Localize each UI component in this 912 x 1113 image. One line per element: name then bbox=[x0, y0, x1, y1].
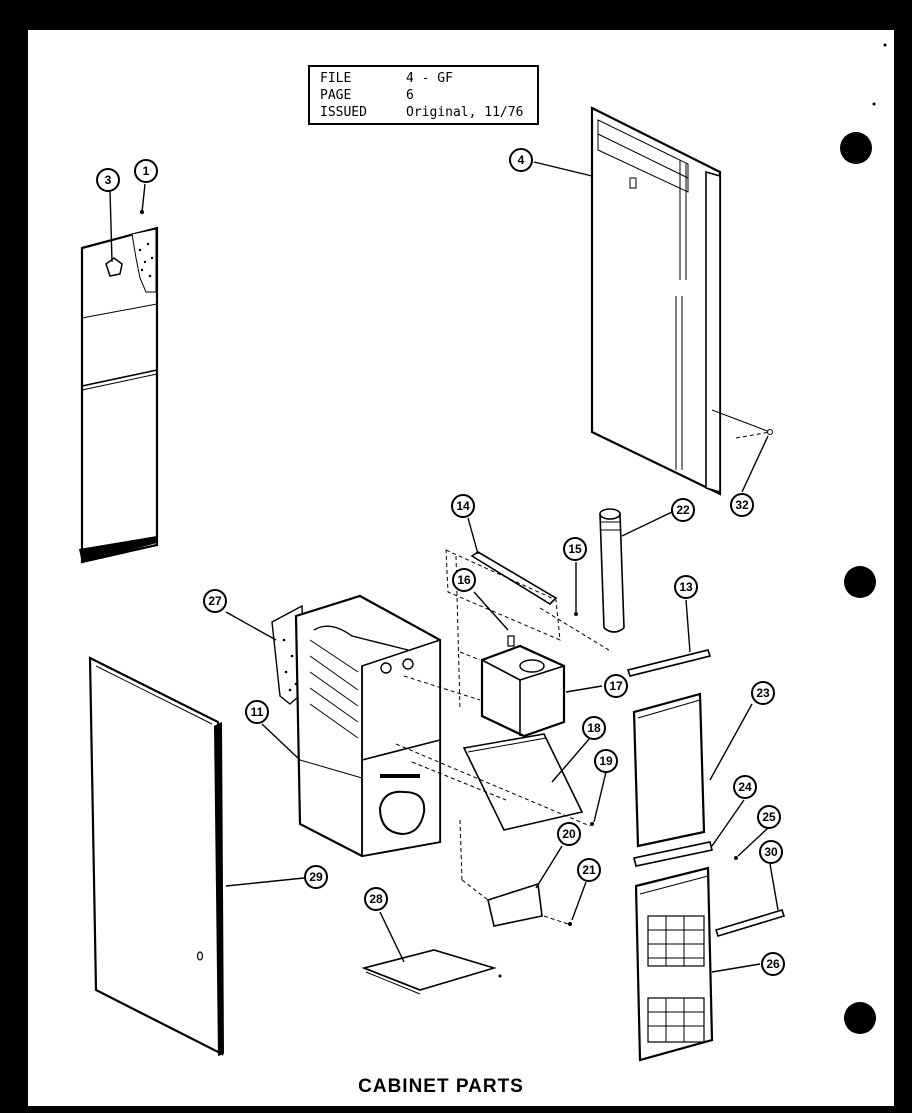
title-value-issued: Original, 11/76 bbox=[406, 105, 523, 120]
svg-text:14: 14 bbox=[456, 499, 470, 513]
callout-21: 21 bbox=[577, 858, 601, 882]
svg-text:30: 30 bbox=[764, 845, 778, 859]
callout-1: 1 bbox=[134, 159, 158, 183]
callout-17: 17 bbox=[604, 674, 628, 698]
label-plate-icon bbox=[105, 257, 123, 277]
callout-27: 27 bbox=[203, 589, 227, 613]
svg-text:24: 24 bbox=[738, 780, 752, 794]
callout-14: 14 bbox=[451, 494, 475, 518]
callout-25: 25 bbox=[757, 805, 781, 829]
svg-text:15: 15 bbox=[568, 542, 582, 556]
callout-32: 32 bbox=[730, 493, 754, 517]
svg-text:18: 18 bbox=[587, 721, 601, 735]
base-tray bbox=[361, 949, 497, 995]
svg-text:13: 13 bbox=[679, 580, 693, 594]
callout-28: 28 bbox=[364, 887, 388, 911]
callout-3: 3 bbox=[96, 168, 120, 192]
upper-access-panel bbox=[632, 692, 706, 848]
svg-text:29: 29 bbox=[309, 870, 323, 884]
callout-24: 24 bbox=[733, 775, 757, 799]
callout-23: 23 bbox=[751, 681, 775, 705]
callout-18: 18 bbox=[582, 716, 606, 740]
binder-hole bbox=[844, 1002, 876, 1034]
svg-text:22: 22 bbox=[676, 503, 690, 517]
svg-text:19: 19 bbox=[599, 754, 613, 768]
diagram-caption: CABINET PARTS bbox=[358, 1076, 524, 1097]
callout-20: 20 bbox=[557, 822, 581, 846]
svg-text:32: 32 bbox=[735, 498, 749, 512]
title-label-issued: ISSUED bbox=[320, 105, 367, 120]
callout-15: 15 bbox=[563, 537, 587, 561]
shelf-part bbox=[462, 733, 584, 831]
side-panel bbox=[88, 656, 224, 1056]
heat-exchanger-assembly bbox=[294, 594, 442, 858]
title-value-file: 4 - GF bbox=[406, 71, 453, 86]
title-block: FILE 4 - GF PAGE 6 ISSUED Original, 11/7… bbox=[308, 65, 539, 125]
callout-30: 30 bbox=[759, 840, 783, 864]
svg-text:27: 27 bbox=[208, 594, 222, 608]
assembly-guide-lines bbox=[395, 431, 771, 925]
svg-text:11: 11 bbox=[251, 705, 264, 719]
callout-29: 29 bbox=[304, 865, 328, 889]
louvered-lower-panel bbox=[634, 866, 714, 1062]
flue-pipe bbox=[599, 508, 625, 633]
door-panel bbox=[590, 106, 771, 496]
callout-22: 22 bbox=[671, 498, 695, 522]
leader-lines bbox=[109, 161, 779, 973]
rod-part bbox=[626, 649, 712, 677]
fastener-marks bbox=[140, 210, 773, 978]
binder-hole bbox=[844, 566, 876, 598]
title-label-page: PAGE bbox=[320, 88, 351, 103]
svg-text:1: 1 bbox=[143, 164, 150, 178]
louver-grille bbox=[647, 915, 705, 1043]
blower-housing bbox=[480, 635, 566, 738]
svg-text:23: 23 bbox=[756, 686, 770, 700]
callout-16: 16 bbox=[452, 568, 476, 592]
binder-hole bbox=[840, 132, 872, 164]
svg-text:4: 4 bbox=[518, 153, 525, 167]
svg-text:17: 17 bbox=[609, 679, 623, 693]
callout-11: 11 bbox=[245, 700, 269, 724]
svg-text:26: 26 bbox=[766, 957, 780, 971]
callout-26: 26 bbox=[761, 952, 785, 976]
svg-text:20: 20 bbox=[562, 827, 576, 841]
callout-13: 13 bbox=[674, 575, 698, 599]
rod-part-lower bbox=[714, 909, 786, 937]
title-value-page: 6 bbox=[406, 88, 414, 103]
callout-4: 4 bbox=[509, 148, 533, 172]
svg-text:16: 16 bbox=[457, 573, 471, 587]
callout-19: 19 bbox=[594, 749, 618, 773]
small-bracket-part bbox=[487, 882, 543, 927]
svg-text:25: 25 bbox=[762, 810, 776, 824]
svg-text:21: 21 bbox=[582, 863, 596, 877]
svg-text:3: 3 bbox=[105, 173, 112, 187]
strip-part bbox=[633, 841, 713, 867]
bracket-part bbox=[445, 549, 561, 641]
upper-front-panel bbox=[79, 226, 159, 564]
title-label-file: FILE bbox=[320, 71, 351, 86]
svg-text:28: 28 bbox=[369, 892, 383, 906]
